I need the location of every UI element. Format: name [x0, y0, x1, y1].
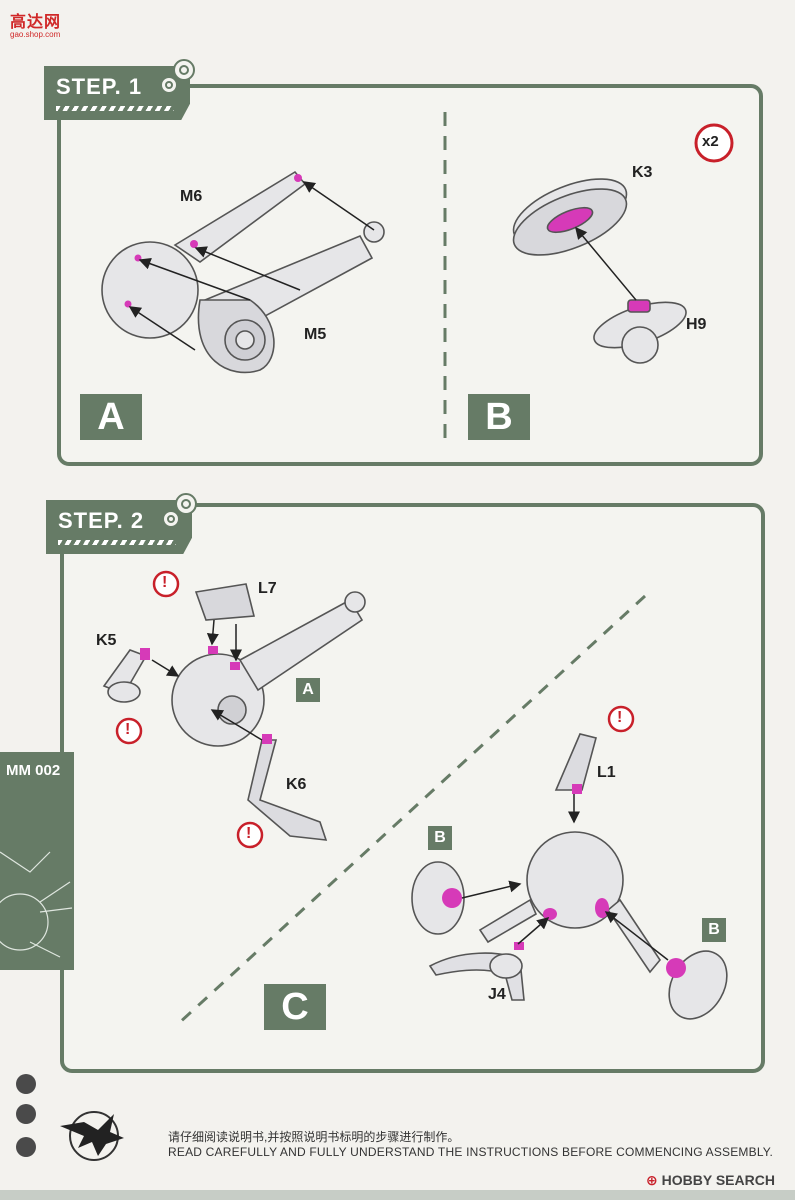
- arm-assembly-a: [102, 172, 384, 372]
- section-label-a: A: [80, 394, 142, 440]
- part-label-k6: K6: [286, 776, 306, 794]
- footer-notice-en: READ CAREFULLY AND FULLY UNDERSTAND THE …: [168, 1145, 773, 1159]
- part-label-l7: L7: [258, 580, 277, 598]
- wheel-assembly-b: [505, 165, 692, 363]
- arm-assembly-upper: [104, 584, 365, 840]
- mantis-logo: [54, 1104, 134, 1164]
- robot-sketch: [0, 812, 74, 962]
- part-label-k3: K3: [632, 164, 652, 182]
- part-label-h9: H9: [686, 316, 706, 334]
- quantity-label: x2: [702, 133, 719, 150]
- body-assembly-c: [412, 734, 739, 1029]
- caution-icon: !: [162, 574, 167, 592]
- caution-icon: !: [617, 709, 622, 727]
- hobby-search-logo-icon: ⊕: [646, 1172, 658, 1188]
- model-code: MM 002: [6, 762, 60, 779]
- part-label-k5: K5: [96, 632, 116, 650]
- brand-text: HOBBY SEARCH: [662, 1172, 775, 1188]
- binder-dot: [16, 1104, 36, 1124]
- ref-label-b: B: [428, 826, 452, 850]
- caution-icon: !: [246, 825, 251, 843]
- binder-dot: [16, 1074, 36, 1094]
- part-label-l1: L1: [597, 764, 616, 782]
- brand-watermark: ⊕ HOBBY SEARCH: [646, 1172, 775, 1189]
- section-label-b: B: [468, 394, 530, 440]
- caution-icon: !: [125, 721, 130, 739]
- part-label-m6: M6: [180, 188, 202, 206]
- part-label-m5: M5: [304, 326, 326, 344]
- ref-label-b: B: [702, 918, 726, 942]
- section-label-c: C: [264, 984, 326, 1030]
- binder-dot: [16, 1137, 36, 1157]
- footer-notice-cn: 请仔细阅读说明书,并按照说明书标明的步骤进行制作。: [168, 1128, 459, 1145]
- ref-label-a: A: [296, 678, 320, 702]
- side-tab: MM 002: [0, 752, 74, 970]
- part-label-j4: J4: [488, 986, 506, 1004]
- bottom-strip: [0, 1190, 795, 1200]
- assembly-arrow: [576, 228, 636, 300]
